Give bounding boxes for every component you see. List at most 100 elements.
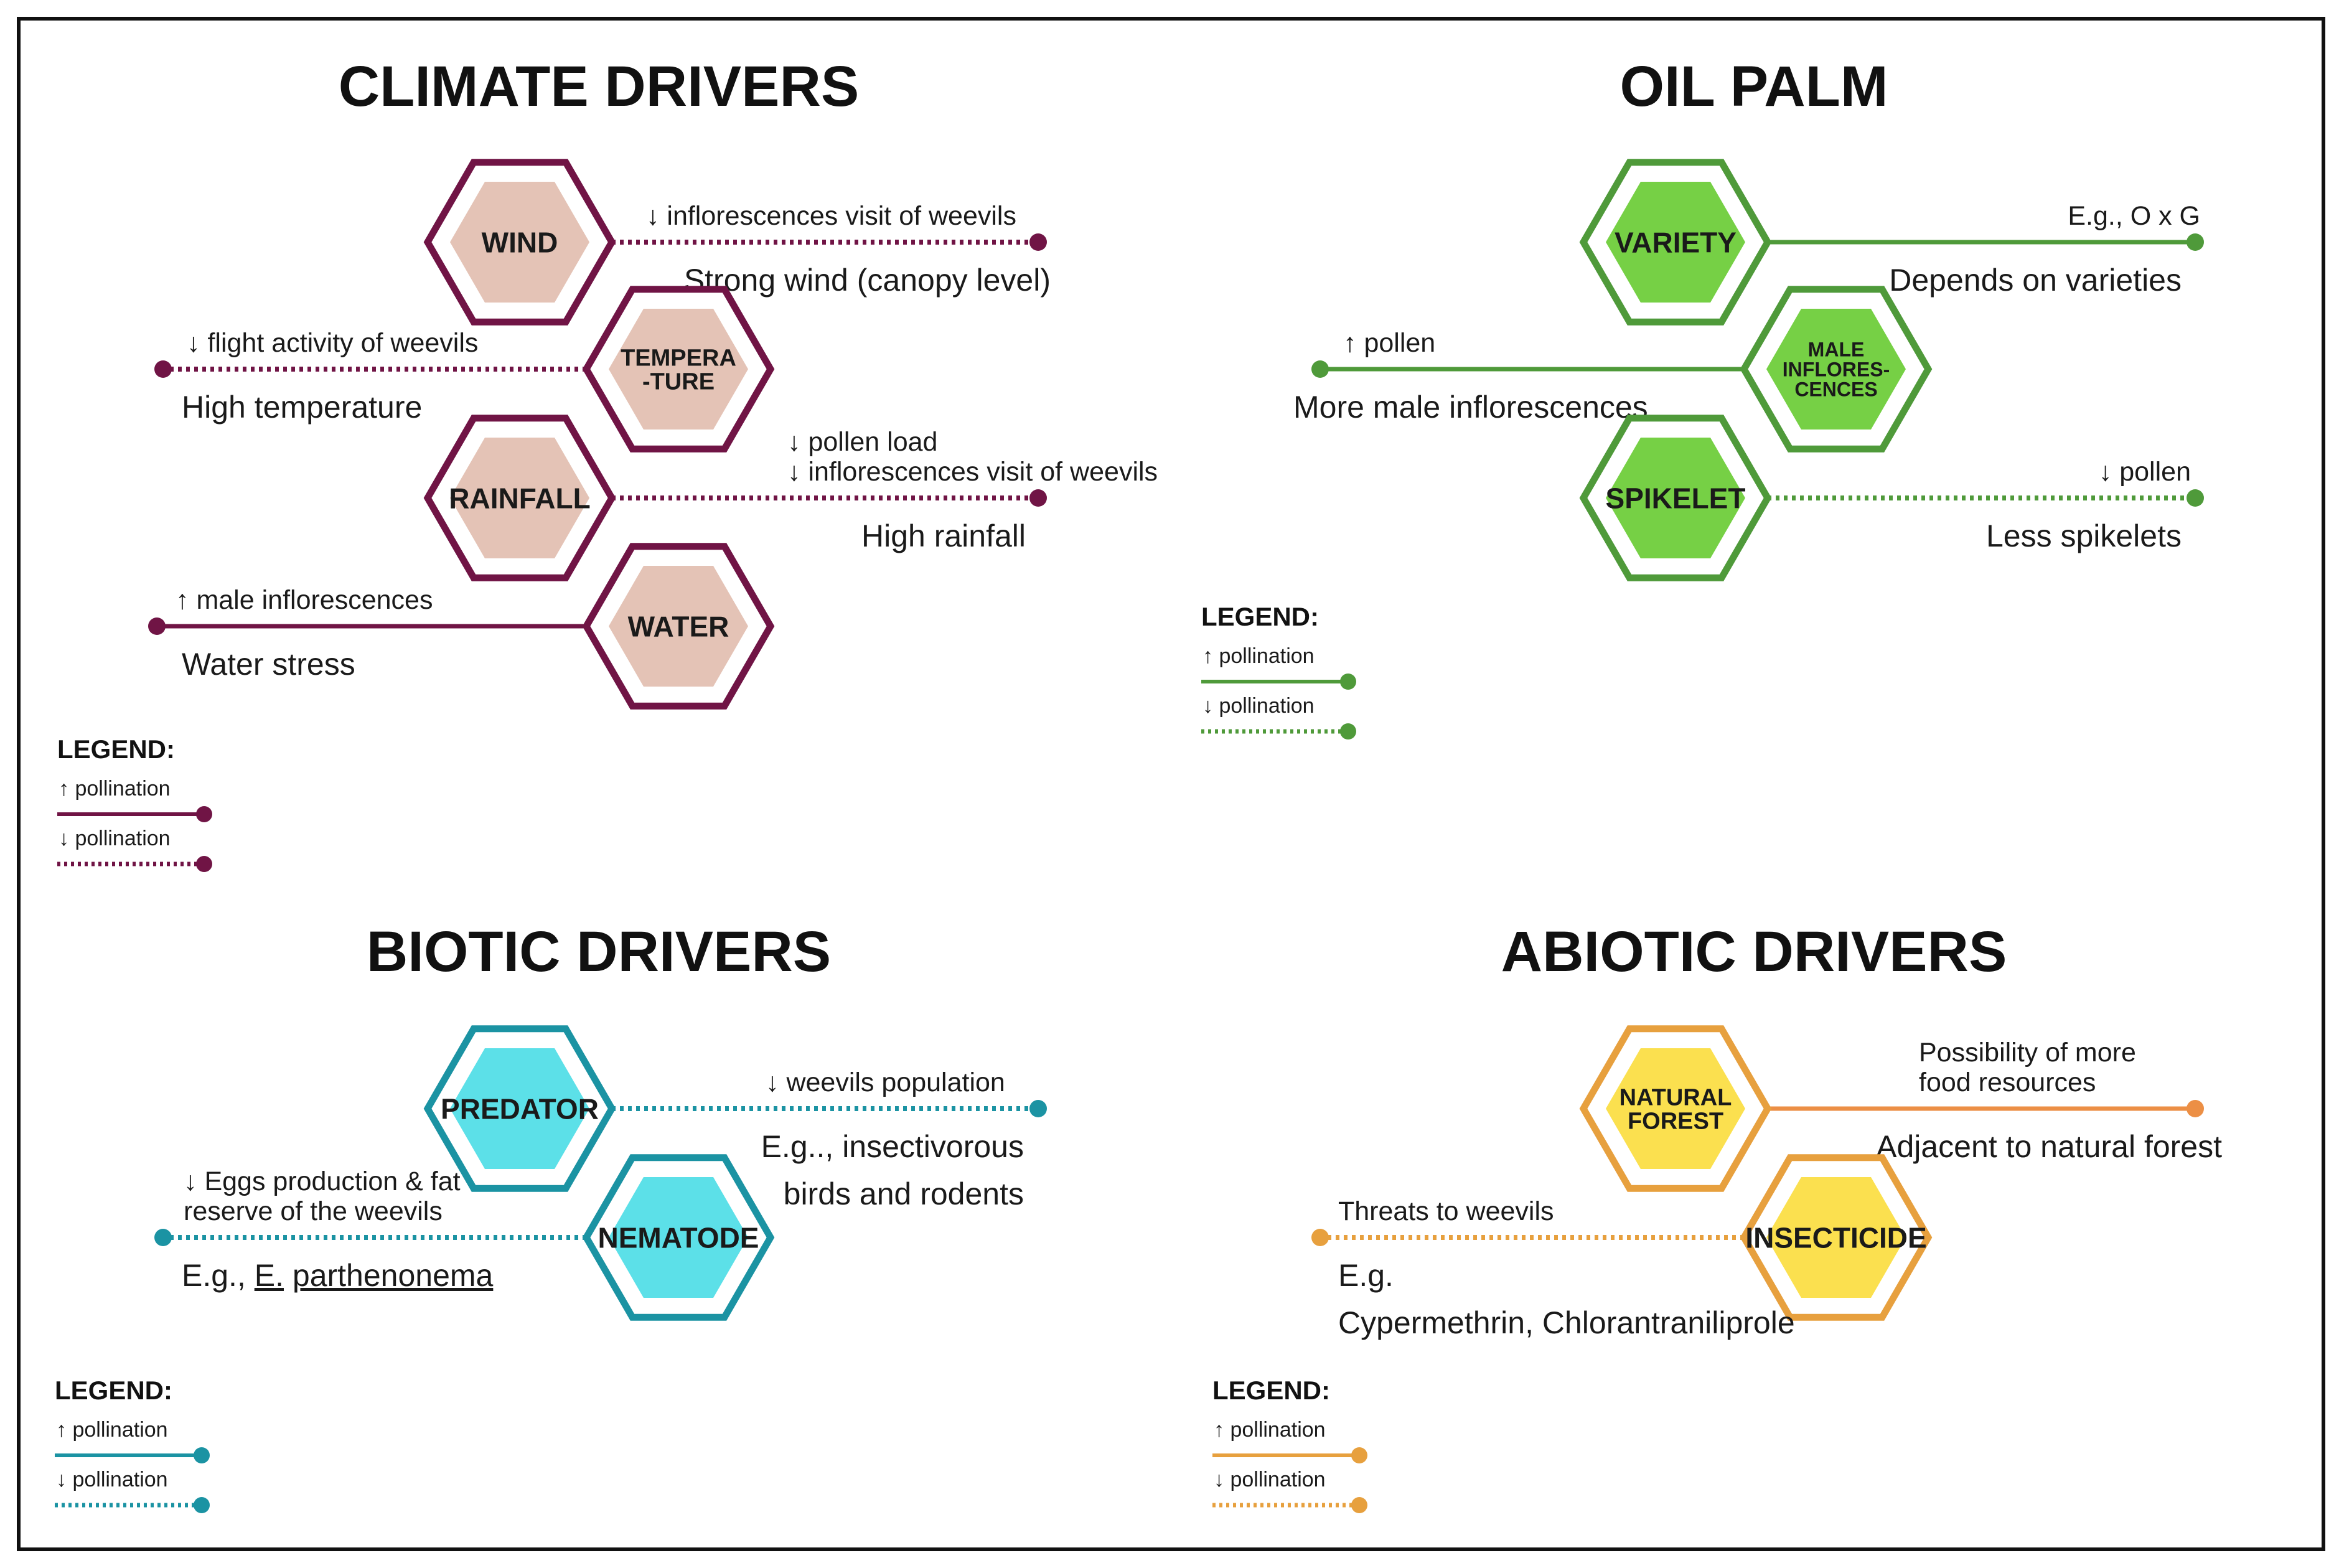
effect-text: ↓ Eggs production & fat <box>184 1167 461 1196</box>
legend-item-label: ↓ pollination <box>1214 1468 1326 1491</box>
hexagon-label: FOREST <box>1628 1109 1723 1135</box>
hexagon-label: VARIETY <box>1615 227 1737 259</box>
hexagon-label: SPIKELET <box>1606 482 1746 515</box>
legend-item-label: ↑ pollination <box>59 777 171 800</box>
hexagon-label: INSECTICIDE <box>1745 1222 1926 1254</box>
hexagon-label: NATURAL <box>1619 1085 1732 1111</box>
effect-text: reserve of the weevils <box>184 1196 443 1226</box>
hexagon-fill <box>1606 182 1745 303</box>
connector-end-dot <box>1311 360 1329 378</box>
hexagon-fill <box>450 1048 589 1169</box>
effect-text: Threats to weevils <box>1338 1196 1554 1226</box>
hexagon-fill <box>1766 1177 1906 1298</box>
node-rainfall: RAINFALL↓ pollen load↓ inflorescences vi… <box>423 415 1158 581</box>
connector-end-dot <box>1029 1100 1047 1117</box>
legend-item-label: ↓ pollination <box>59 827 171 850</box>
species-epithet: parthenonema <box>293 1258 494 1293</box>
condition-text: Water stress <box>182 647 355 682</box>
effect-text: ↓ inflorescences visit of weevils <box>787 457 1158 487</box>
connector-end-dot <box>154 1229 172 1246</box>
hexagon-label: -TURE <box>642 369 715 395</box>
legend-title: LEGEND: <box>57 735 175 764</box>
effect-text: Possibility of more <box>1919 1038 2136 1068</box>
connector-end-dot <box>2187 489 2204 507</box>
connector-end-dot <box>2187 233 2204 251</box>
panel-biotic: BIOTIC DRIVERS PREDATOR↓ weevils populati… <box>55 920 1047 1513</box>
panel-title: ABIOTIC DRIVERS <box>1501 920 2007 984</box>
legend-title: LEGEND: <box>55 1376 172 1405</box>
connector-end-dot <box>2187 1100 2204 1117</box>
condition-text: Adjacent to natural forest <box>1876 1129 2222 1164</box>
connector-end-dot <box>1311 1229 1329 1246</box>
connector-end-dot <box>148 617 166 635</box>
hexagon-label: CENCES <box>1794 378 1877 401</box>
connector-end-dot <box>154 360 172 378</box>
legend: LEGEND: ↑ pollination ↓ pollination <box>1201 602 1356 739</box>
condition-text: Strong wind (canopy level) <box>684 263 1051 298</box>
hexagon-label: INFLORES- <box>1783 359 1890 381</box>
species-space <box>284 1258 293 1293</box>
legend-end-dot <box>1340 723 1356 739</box>
hexagon-fill <box>1606 438 1745 558</box>
effect-text: ↓ pollen <box>2099 457 2191 487</box>
legend-end-dot <box>196 806 212 822</box>
species-genus: E. <box>255 1258 284 1293</box>
hexagon-label: NEMATODE <box>598 1222 759 1254</box>
hexagon-label: WIND <box>482 227 558 259</box>
hexagon-fill <box>1766 309 1906 430</box>
legend: LEGEND: ↑ pollination ↓ pollination <box>57 735 212 872</box>
condition-text: More male inflorescences <box>1293 390 1648 425</box>
hexagon-fill <box>609 309 748 430</box>
legend: LEGEND:↑ pollination↓ pollination <box>55 1376 210 1513</box>
condition-text: E.g.., insectivorous <box>761 1129 1024 1164</box>
hexagon-fill <box>1606 1048 1745 1169</box>
effect-text: ↑ pollen <box>1343 328 1435 358</box>
effect-text: E.g., O x G <box>2068 201 2200 231</box>
effect-text: ↓ flight activity of weevils <box>187 328 478 358</box>
connector-end-dot <box>1029 489 1047 507</box>
legend-end-dot <box>1340 674 1356 690</box>
hexagon-label: MALE <box>1808 339 1865 361</box>
condition-text: E.g. <box>1338 1258 1394 1293</box>
node-temperature: TEMPERA-TURE ↓ flight activity of weevils… <box>154 286 775 453</box>
legend-title: LEGEND: <box>1212 1376 1330 1405</box>
legend-title: LEGEND: <box>1201 602 1319 631</box>
legend-item-label: ↓ pollination <box>1202 694 1315 718</box>
effect-text: food resources <box>1919 1068 2096 1097</box>
hexagon-label: TEMPERA <box>621 345 736 372</box>
effect-text: ↓ pollen load <box>787 427 937 457</box>
hexagon-fill <box>450 182 589 303</box>
effect-text: ↓ inflorescences visit of weevils <box>646 201 1016 231</box>
figure-frame <box>17 17 2325 1551</box>
condition-text: birds and rodents <box>784 1176 1024 1211</box>
panel-title: BIOTIC DRIVERS <box>367 920 831 984</box>
node-variety: VARIETY E.g., O x G Depends on varieties <box>1579 159 2204 326</box>
legend-end-dot <box>1351 1447 1367 1463</box>
legend-end-dot <box>1351 1497 1367 1513</box>
condition-text: High rainfall <box>861 519 1026 553</box>
effect-text: ↓ weevils population <box>766 1068 1005 1097</box>
legend-item-label: ↑ pollination <box>1202 644 1315 668</box>
legend-end-dot <box>194 1447 210 1463</box>
condition-text: Depends on varieties <box>1889 263 2182 298</box>
effect-text: ↑ male inflorescences <box>176 585 433 615</box>
legend-end-dot <box>194 1497 210 1513</box>
legend-item-label: ↓ pollination <box>56 1468 168 1491</box>
legend: LEGEND: ↑ pollination ↓ pollination <box>1212 1376 1367 1513</box>
condition-text: E.g., E. parthenonema <box>182 1258 494 1293</box>
hexagon-fill <box>609 566 748 687</box>
hexagon-fill <box>609 1177 748 1298</box>
condition-text: Cypermethrin, Chlorantraniliprole <box>1338 1305 1795 1340</box>
legend-item-label: ↑ pollination <box>1214 1418 1326 1442</box>
hexagon-label: WATER <box>628 611 729 643</box>
